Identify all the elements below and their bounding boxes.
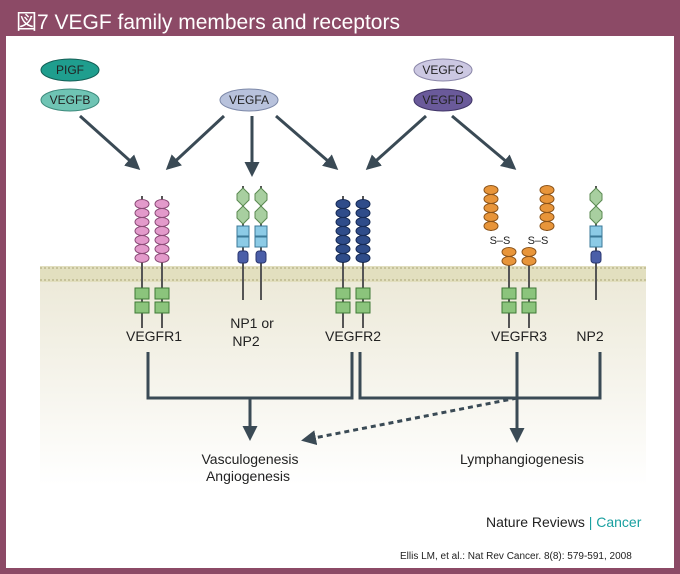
ligand-vegfd-label: VEGFD bbox=[422, 93, 464, 107]
vegfr3-chain-left bbox=[483, 185, 517, 328]
vegfr2-chain-left bbox=[335, 196, 351, 328]
path-lymphangiogenesis bbox=[358, 352, 602, 400]
arrow-vegfa-vegfr2 bbox=[275, 114, 339, 170]
ligand-pigf-label: PIGF bbox=[56, 63, 84, 77]
citation: Ellis LM, et al.: Nat Rev Cancer. 8(8): … bbox=[400, 551, 632, 562]
np1-label-line2: NP2 bbox=[232, 333, 259, 349]
vegfr1-chain-left bbox=[134, 196, 150, 328]
vegfr3-label: VEGFR3 bbox=[491, 328, 547, 344]
receptor-vegfr2: VEGFR2 bbox=[325, 196, 381, 344]
journal-separator: | bbox=[588, 514, 593, 530]
disulfide-bond-right: S–S bbox=[528, 235, 549, 247]
ligand-vegfd: VEGFD bbox=[413, 88, 473, 112]
vegf-diagram: PIGF VEGFB VEGFA VEGFC VEGFD bbox=[40, 58, 646, 486]
vegfr1-chain-right bbox=[154, 196, 170, 328]
arrow-vegfb-vegfr1 bbox=[78, 114, 141, 171]
journal-section: Cancer bbox=[596, 514, 642, 530]
receptor-np1-or-np2: NP1 or NP2 bbox=[230, 186, 274, 349]
diagram-panel: PIGF VEGFB VEGFA VEGFC VEGFD bbox=[6, 36, 674, 568]
np2-label: NP2 bbox=[576, 328, 603, 344]
ligand-vegfa: VEGFA bbox=[219, 88, 279, 112]
vegfr2-chain-right bbox=[355, 196, 371, 328]
lymphangiogenesis-label: Lymphangiogenesis bbox=[460, 451, 584, 467]
arrow-vegfa-vegfr1 bbox=[165, 114, 226, 171]
np-chain-right bbox=[254, 186, 268, 300]
receptor-vegfr3: S–S S–S VEGFR3 bbox=[483, 185, 555, 344]
title-bar: 図7 VEGF family members and receptors bbox=[0, 0, 680, 36]
signaling-paths bbox=[146, 352, 602, 446]
receptor-np2: NP2 bbox=[576, 186, 604, 344]
journal-credit: Nature Reviews | Cancer bbox=[486, 514, 641, 530]
np-chain-left bbox=[236, 186, 250, 300]
ligand-vegfc: VEGFC bbox=[413, 58, 473, 82]
vasculogenesis-label: Vasculogenesis bbox=[201, 451, 298, 467]
ligand-vegfb: VEGFB bbox=[40, 88, 100, 112]
vegfr2-label: VEGFR2 bbox=[325, 328, 381, 344]
arrow-vegfd-vegfr3 bbox=[451, 114, 517, 170]
dotted-arrow-vegfr3-vasculogenesis bbox=[301, 396, 518, 446]
np1-label-line1: NP1 or bbox=[230, 315, 274, 331]
disulfide-bond-left: S–S bbox=[490, 235, 511, 247]
vegfr3-chain-right bbox=[521, 185, 555, 328]
ligand-vegfb-label: VEGFB bbox=[50, 93, 91, 107]
figure-title: 図7 VEGF family members and receptors bbox=[16, 11, 400, 34]
ligand-vegfa-label: VEGFA bbox=[229, 93, 269, 107]
arrow-vegfd-vegfr2 bbox=[365, 114, 428, 171]
ligand-pigf: PIGF bbox=[40, 58, 100, 82]
journal-name: Nature Reviews bbox=[486, 514, 585, 530]
receptor-vegfr1: VEGFR1 bbox=[126, 196, 182, 344]
ligand-vegfc-label: VEGFC bbox=[422, 63, 464, 77]
vegfr1-label: VEGFR1 bbox=[126, 328, 182, 344]
binding-arrows bbox=[78, 114, 517, 177]
angiogenesis-label: Angiogenesis bbox=[206, 468, 290, 484]
